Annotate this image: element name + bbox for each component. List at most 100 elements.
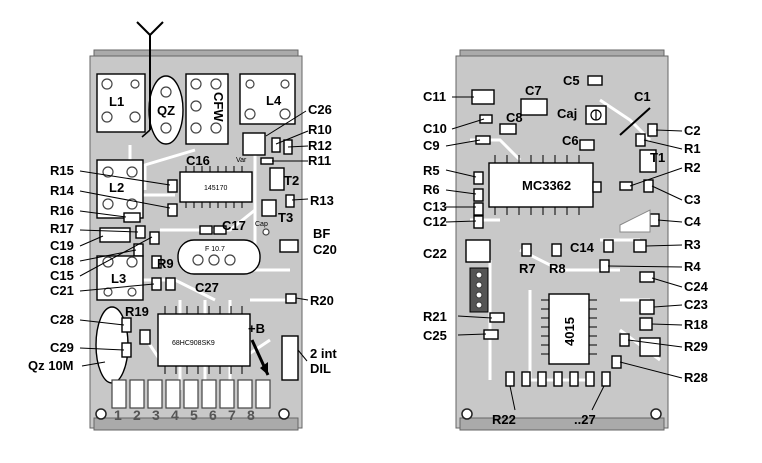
header-connector — [469, 267, 489, 313]
pin-number: 7 — [228, 407, 236, 423]
label-cfw: CFW — [211, 92, 226, 122]
label-c21: C21 — [50, 283, 74, 298]
right-part-labels: C11 C7 C5 C1 C10 C8 Caj C2 C9 C6 R1 T1 R… — [423, 73, 709, 427]
c26-capacitor — [242, 132, 266, 156]
label-c7: C7 — [525, 83, 542, 98]
label-c3: C3 — [684, 192, 701, 207]
label-c29: C29 — [50, 340, 74, 355]
ic-145170: 145170 — [179, 166, 253, 208]
label-l2: L2 — [109, 180, 124, 195]
label-c13: C13 — [423, 199, 447, 214]
right-leader-lines — [445, 96, 683, 411]
pin-number: 6 — [209, 407, 217, 423]
label-r17: R17 — [50, 221, 74, 236]
label-c5: C5 — [563, 73, 580, 88]
pin-number: 8 — [247, 407, 255, 423]
label-dil: DIL — [310, 361, 331, 376]
label-r6: R6 — [423, 182, 440, 197]
pin-number: 5 — [190, 407, 198, 423]
label-r16: R16 — [50, 203, 74, 218]
label-c27: C27 — [195, 280, 219, 295]
label-caj: Caj — [557, 106, 577, 121]
label-cap: Cap — [255, 221, 268, 228]
pin-number: 4 — [171, 407, 179, 423]
label-r20: R20 — [310, 293, 334, 308]
label-c1: C1 — [634, 89, 651, 104]
label-r8: R8 — [549, 261, 566, 276]
r20-resistor — [285, 293, 297, 304]
ic-4015: 4015 — [541, 293, 597, 365]
ic-145170-label: 145170 — [204, 185, 227, 192]
ic-mc3362: MC3362 — [488, 155, 602, 215]
label-c23: C23 — [684, 297, 708, 312]
pin-number: 2 — [133, 407, 141, 423]
label-r9: R9 — [157, 256, 174, 271]
antenna-icon — [136, 21, 164, 138]
right-bottom-resistors — [505, 371, 611, 387]
label-c15: C15 — [50, 268, 74, 283]
label-c2: C2 — [684, 123, 701, 138]
label-c6: C6 — [562, 133, 579, 148]
label-c26: C26 — [308, 102, 332, 117]
label-r2: R2 — [684, 160, 701, 175]
c11-capacitor — [471, 89, 495, 105]
label-r7: R7 — [519, 261, 536, 276]
label-c9: C9 — [423, 138, 440, 153]
left-part-labels: L1 QZ CFW L4 C26 R10 R12 R11 C16 Var T2 … — [28, 92, 337, 376]
ic-mc3362-label: MC3362 — [522, 178, 571, 193]
label-c16: C16 — [186, 153, 210, 168]
label-t2: T2 — [284, 173, 299, 188]
t1-transistor — [639, 149, 657, 173]
label-r4: R4 — [684, 259, 701, 274]
label-r22: R22 — [492, 412, 516, 427]
label-var: Var — [236, 157, 247, 164]
c22-capacitor — [465, 239, 491, 263]
label-c4: C4 — [684, 214, 701, 229]
ic-68hc908sk9: 68HC908SK9 — [157, 306, 251, 374]
label-2int: 2 int — [310, 346, 337, 361]
label-plusb: +B — [248, 321, 265, 336]
label-t3: T3 — [278, 210, 293, 225]
label-dot27: ..27 — [574, 412, 596, 427]
ic-68hc-label: 68HC908SK9 — [172, 340, 215, 347]
label-r29: R29 — [684, 339, 708, 354]
label-r11: R11 — [308, 153, 331, 168]
label-c28: C28 — [50, 312, 74, 327]
label-t1: T1 — [650, 150, 665, 165]
label-qz10m: Qz 10M — [28, 358, 74, 373]
label-qz: QZ — [157, 103, 175, 118]
label-r12: R12 — [308, 138, 332, 153]
left-leader-lines — [79, 110, 309, 367]
label-l1: L1 — [109, 94, 124, 109]
label-c19: C19 — [50, 238, 74, 253]
label-r3: R3 — [684, 237, 701, 252]
label-bf: BF — [313, 226, 330, 241]
pin-number: 1 — [114, 407, 122, 423]
dil-switch — [281, 335, 299, 381]
label-c20: C20 — [313, 242, 337, 257]
label-c25: C25 — [423, 328, 447, 343]
f107-label: F 10.7 — [205, 246, 225, 253]
label-l4: L4 — [266, 93, 282, 108]
label-c11: C11 — [423, 89, 446, 104]
f107-filter: F 10.7 — [177, 239, 261, 275]
label-c24: C24 — [684, 279, 709, 294]
ic-4015-label: 4015 — [562, 317, 577, 346]
label-c18: C18 — [50, 253, 74, 268]
left-connector-pads — [111, 379, 271, 409]
label-r28: R28 — [684, 370, 708, 385]
label-r21: R21 — [423, 309, 447, 324]
t3-transistor — [261, 199, 277, 217]
label-c10: C10 — [423, 121, 447, 136]
label-r15: R15 — [50, 163, 74, 178]
label-c14: C14 — [570, 240, 595, 255]
right-pcb-board: MC3362 — [455, 49, 669, 431]
c7-capacitor — [520, 98, 548, 116]
label-r10: R10 — [308, 122, 332, 137]
label-r19: R19 — [125, 304, 149, 319]
label-r14: R14 — [50, 183, 75, 198]
label-r1: R1 — [684, 141, 701, 156]
t2-transistor — [269, 167, 285, 191]
label-r18: R18 — [684, 317, 708, 332]
